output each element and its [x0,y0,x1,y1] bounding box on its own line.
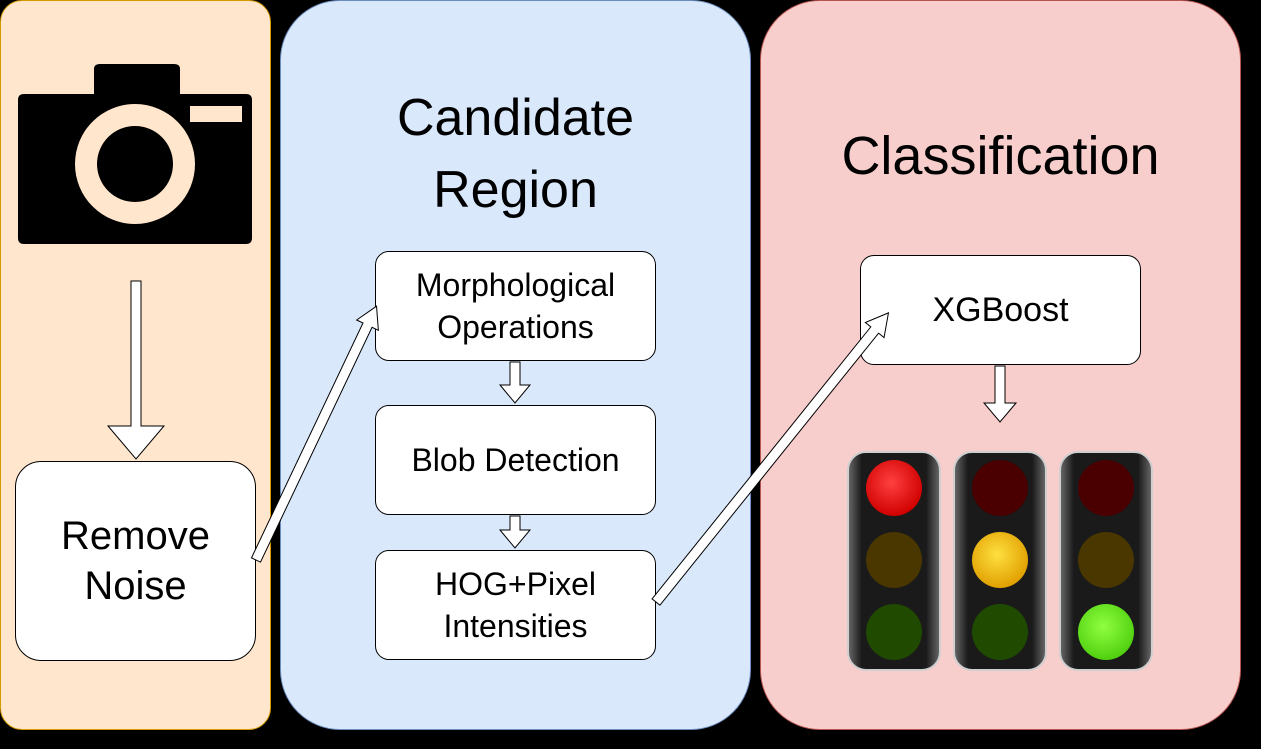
morphological-operations-box: Morphological Operations [375,251,656,361]
blob-detection-label: Blob Detection [411,441,620,478]
xgboost-label: XGBoost [932,290,1069,329]
candidate-region-title: Candidate Region [396,89,635,219]
traffic-lights-icon [847,451,1153,671]
hog-pixel-intensities-label: HOG+Pixel Intensities [435,566,596,644]
classification-title: Classification [841,126,1160,186]
camera-icon [18,64,252,244]
blob-detection-box: Blob Detection [375,405,656,515]
xgboost-box: XGBoost [860,255,1141,365]
remove-noise-label: Remove Noise [61,514,210,608]
traffic-light-green-on [1059,451,1153,671]
morphological-operations-label: Morphological Operations [415,267,616,345]
camera-flash [190,106,242,122]
hog-pixel-intensities-box: HOG+Pixel Intensities [375,550,656,660]
traffic-light-yellow-on [953,451,1047,671]
traffic-light-red-on [847,451,941,671]
camera-lens [97,126,173,202]
remove-noise-box: Remove Noise [15,461,256,661]
